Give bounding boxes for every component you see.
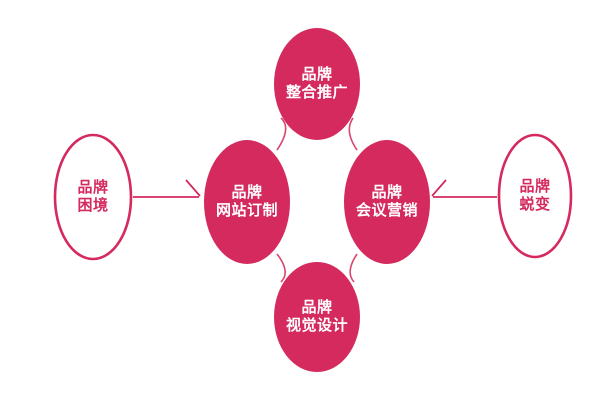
arrow-head [431,179,447,197]
connector-arc-group [276,117,358,283]
arrow-dilemma-to-center [133,179,201,198]
arc-right-bottom [349,253,358,283]
arc-top-right [348,117,358,151]
node-conference-marketing-shape[interactable] [344,140,430,264]
arrow-head [185,179,201,197]
node-integrated-promotion-shape[interactable] [274,28,360,140]
node-brand-transformation-shape[interactable] [497,133,573,259]
node-brand-dilemma-shape[interactable] [53,133,133,261]
arc-bottom-left [276,253,286,283]
node-website-customization-shape[interactable] [204,140,290,264]
arrow-transformation-to-center [431,179,497,198]
node-visual-design-shape[interactable] [274,262,360,372]
arc-left-top [276,117,287,151]
